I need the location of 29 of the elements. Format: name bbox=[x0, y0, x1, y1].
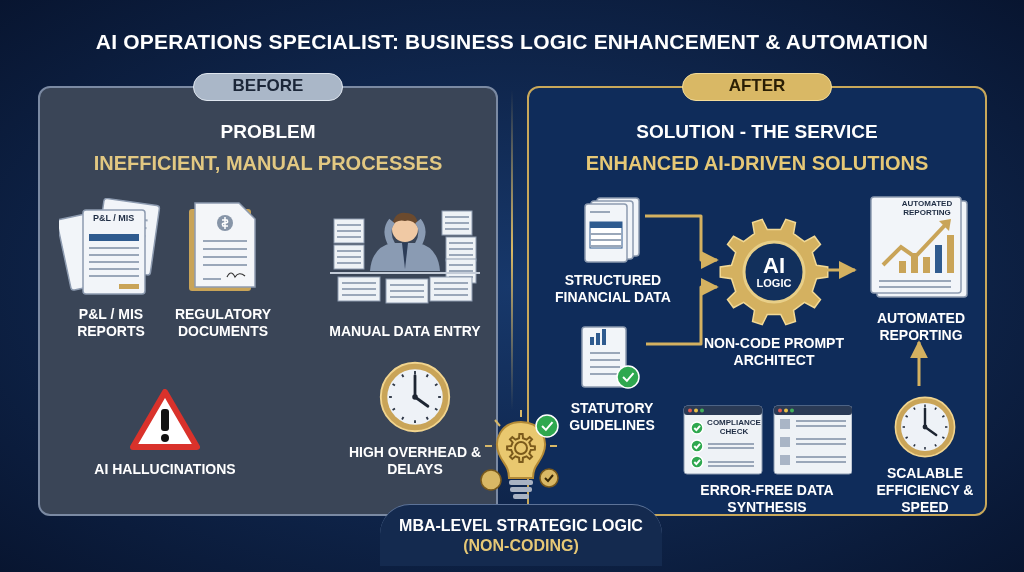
banner-text: (NON-CODING) bbox=[463, 535, 579, 556]
section-tab: BEFORE bbox=[193, 73, 343, 101]
flow-arrow bbox=[827, 261, 857, 279]
flow-arrow bbox=[910, 340, 928, 386]
icon-caption: P&L / MIS bbox=[93, 212, 135, 225]
item-label: P&L / MIS REPORTS bbox=[76, 306, 146, 340]
item-label: STATUTORY GUIDELINES bbox=[568, 400, 656, 434]
item-label: REGULATORY DOCUMENTS bbox=[173, 306, 273, 340]
gear-label: LOGIC bbox=[756, 276, 792, 290]
item-label: HIGH OVERHEAD & DELAYS bbox=[347, 444, 483, 478]
node-caption: NON-CODE PROMPT ARCHITECT bbox=[703, 335, 845, 369]
banner-text: MBA-LEVEL STRATEGIC LOGIC bbox=[399, 515, 643, 536]
item-label: AI HALLUCINATIONS bbox=[93, 461, 237, 478]
section-heading: SOLUTION - THE SERVICE bbox=[635, 120, 879, 144]
item-label: AUTOMATED REPORTING bbox=[875, 310, 967, 344]
gear-label: AI bbox=[763, 254, 785, 277]
section-tab: AFTER bbox=[682, 73, 832, 101]
section-subheading: INEFFICIENT, MANUAL PROCESSES bbox=[92, 151, 444, 176]
icon-caption: COMPLIANCE CHECK bbox=[706, 418, 762, 436]
flow-arrow bbox=[646, 278, 719, 346]
item-label: SCALABLE EFFICIENCY & SPEED bbox=[875, 465, 975, 516]
section-subheading: ENHANCED AI-DRIVEN SOLUTIONS bbox=[584, 151, 930, 176]
section-heading: PROBLEM bbox=[219, 120, 317, 144]
item-label: ERROR-FREE DATA SYNTHESIS bbox=[699, 482, 835, 516]
flow-arrow bbox=[645, 214, 719, 269]
item-label: STRUCTURED FINANCIAL DATA bbox=[554, 272, 672, 306]
icon-caption: AUTOMATED REPORTING bbox=[900, 199, 954, 217]
diagram-title: AI OPERATIONS SPECIALIST: BUSINESS LOGIC ENHANCEMENT & AUTOMATION bbox=[94, 29, 930, 55]
item-label: MANUAL DATA ENTRY bbox=[328, 323, 482, 340]
